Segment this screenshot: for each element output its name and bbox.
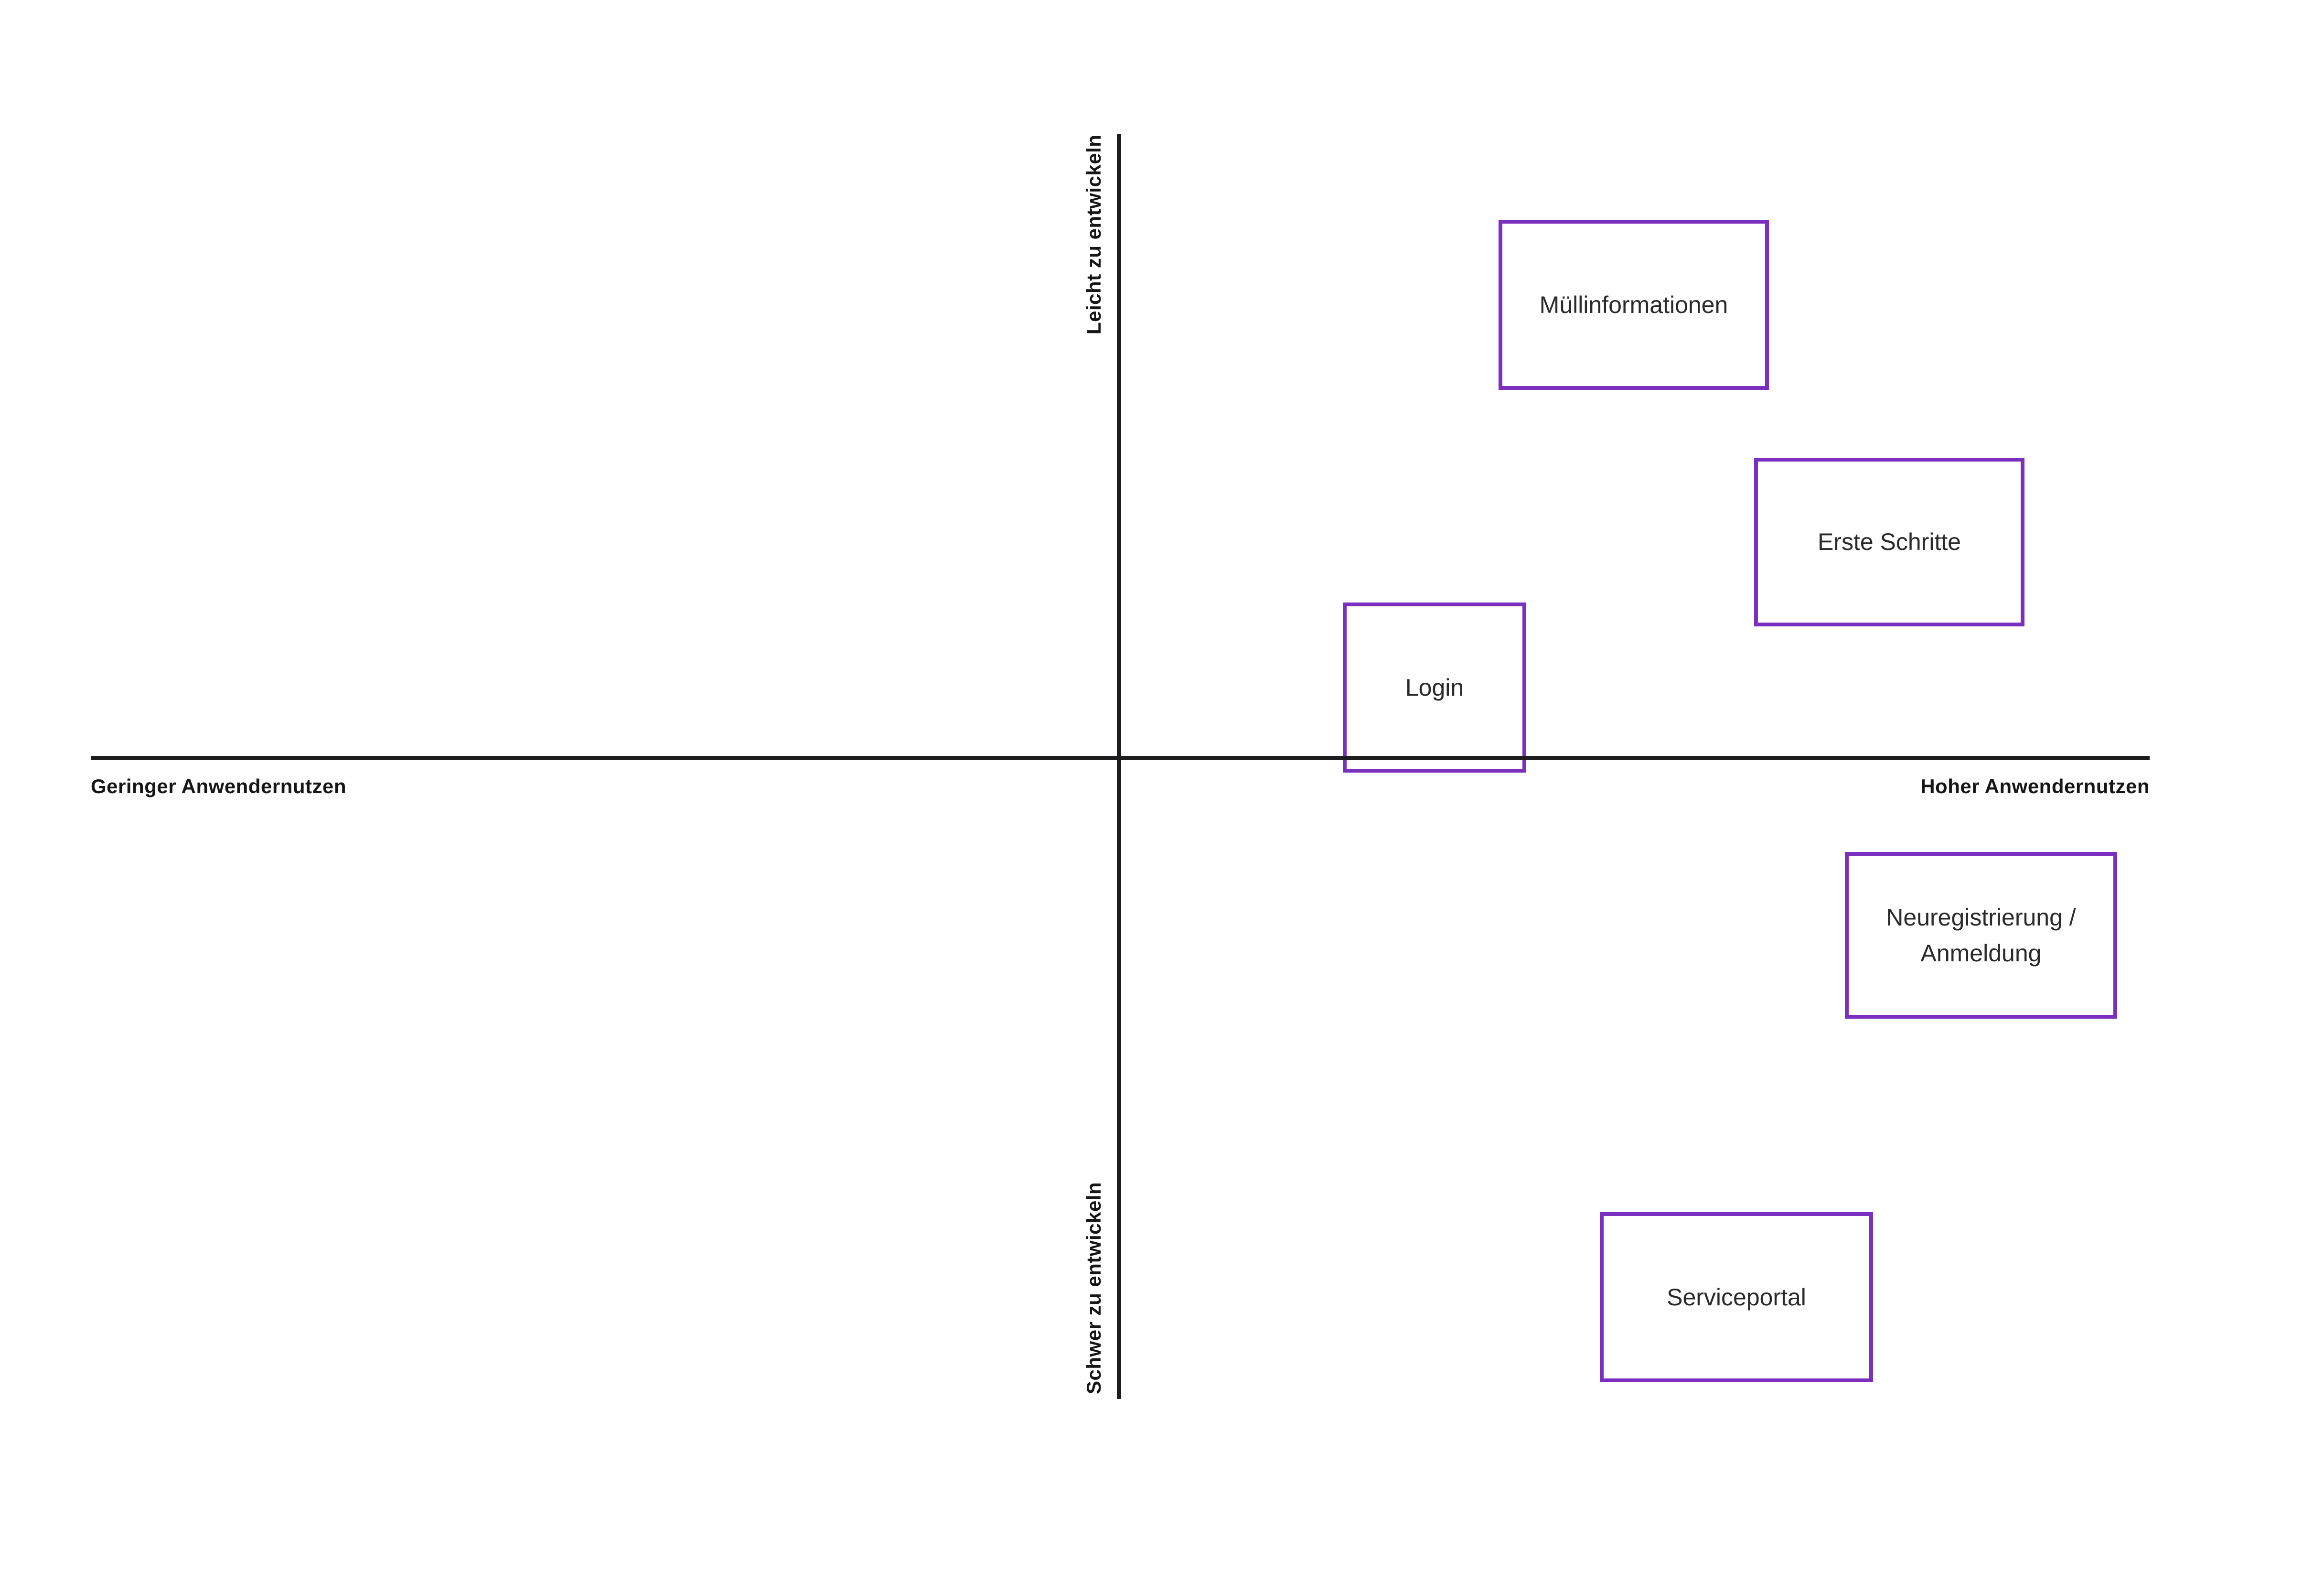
node-serviceportal[interactable]: Serviceportal bbox=[1600, 1212, 1873, 1382]
vertical-axis-line bbox=[1117, 134, 1121, 1399]
node-label: Serviceportal bbox=[1667, 1283, 1806, 1311]
node-erste-schritte[interactable]: Erste Schritte bbox=[1754, 458, 2024, 626]
axis-label-low-user-value: Geringer Anwendernutzen bbox=[91, 775, 347, 797]
node-neuregistrierung-anmeldung[interactable]: Neuregistrierung / Anmeldung bbox=[1845, 852, 2117, 1019]
node-label: Erste Schritte bbox=[1817, 528, 1961, 555]
node-muellinformationen[interactable]: Müllinformationen bbox=[1499, 220, 1769, 390]
node-label: Login bbox=[1405, 674, 1464, 701]
horizontal-axis-line bbox=[91, 756, 2150, 760]
axis-label-easy-to-develop: Leicht zu entwickeln bbox=[1082, 134, 1105, 334]
axis-label-hard-to-develop: Schwer zu entwickeln bbox=[1082, 1182, 1105, 1394]
node-label: Müllinformationen bbox=[1539, 291, 1728, 318]
axis-label-high-user-value: Hoher Anwendernutzen bbox=[1920, 775, 2150, 797]
node-login[interactable]: Login bbox=[1343, 603, 1526, 773]
node-label: Neuregistrierung / Anmeldung bbox=[1886, 904, 2076, 967]
